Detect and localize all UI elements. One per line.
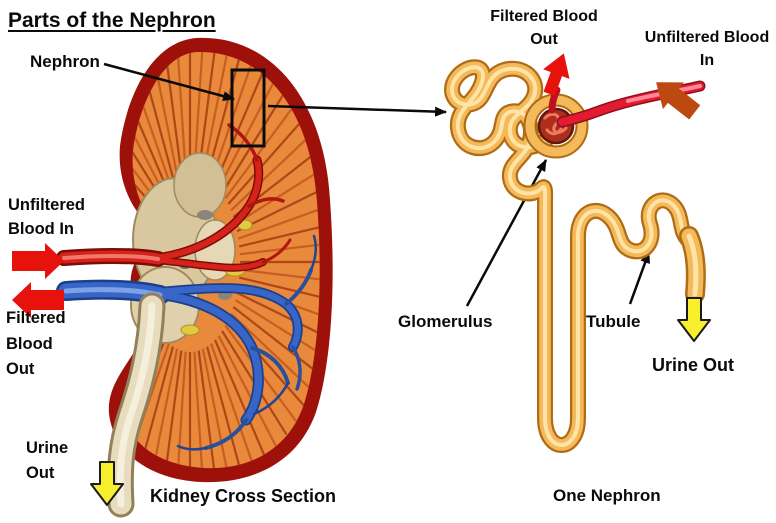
unfiltered-blood-in-arrow — [12, 243, 64, 279]
label-glomerulus: Glomerulus — [398, 312, 493, 331]
filtered-blood-out-arrow — [12, 282, 64, 318]
label-nephron: Nephron — [30, 52, 100, 71]
urine-out-arrow-right — [677, 297, 711, 342]
nephron-pointer-line — [103, 62, 235, 101]
nephron-illustration — [452, 53, 711, 445]
nephron-location-box — [230, 68, 266, 148]
renal-artery — [56, 123, 292, 272]
label-urine-out-kidney: Urine Out — [26, 439, 69, 482]
kidney-illustration — [56, 37, 333, 504]
caption-one-nephron: One Nephron — [553, 486, 661, 505]
label-filtered-blood-out-nephron: Filtered Blood Out — [490, 8, 598, 49]
unfiltered-blood-in-arrow-nephron — [656, 82, 701, 120]
box-to-nephron-pointer-line — [267, 104, 447, 117]
urine-out-arrow-left — [90, 461, 124, 506]
caption-kidney-cross-section: Kidney Cross Section — [150, 486, 337, 506]
filtered-blood-out-arrow-nephron — [543, 53, 570, 96]
label-tubule: Tubule — [586, 312, 641, 331]
label-filtered-blood-out-kidney: Filtered Blood Out — [6, 309, 66, 379]
label-urine-out-nephron: Urine Out — [652, 355, 735, 375]
ureter — [120, 306, 152, 504]
page-title: Parts of the Nephron — [8, 9, 216, 32]
label-unfiltered-blood-in-kidney: Unfiltered Blood In — [8, 196, 86, 238]
glomerulus-structure — [523, 93, 589, 159]
tubule-pointer-line — [628, 251, 651, 305]
pointer-lines — [103, 62, 651, 307]
glomerulus-pointer-line — [465, 159, 548, 307]
label-unfiltered-blood-in-nephron: Unfiltered Blood In — [644, 29, 770, 70]
